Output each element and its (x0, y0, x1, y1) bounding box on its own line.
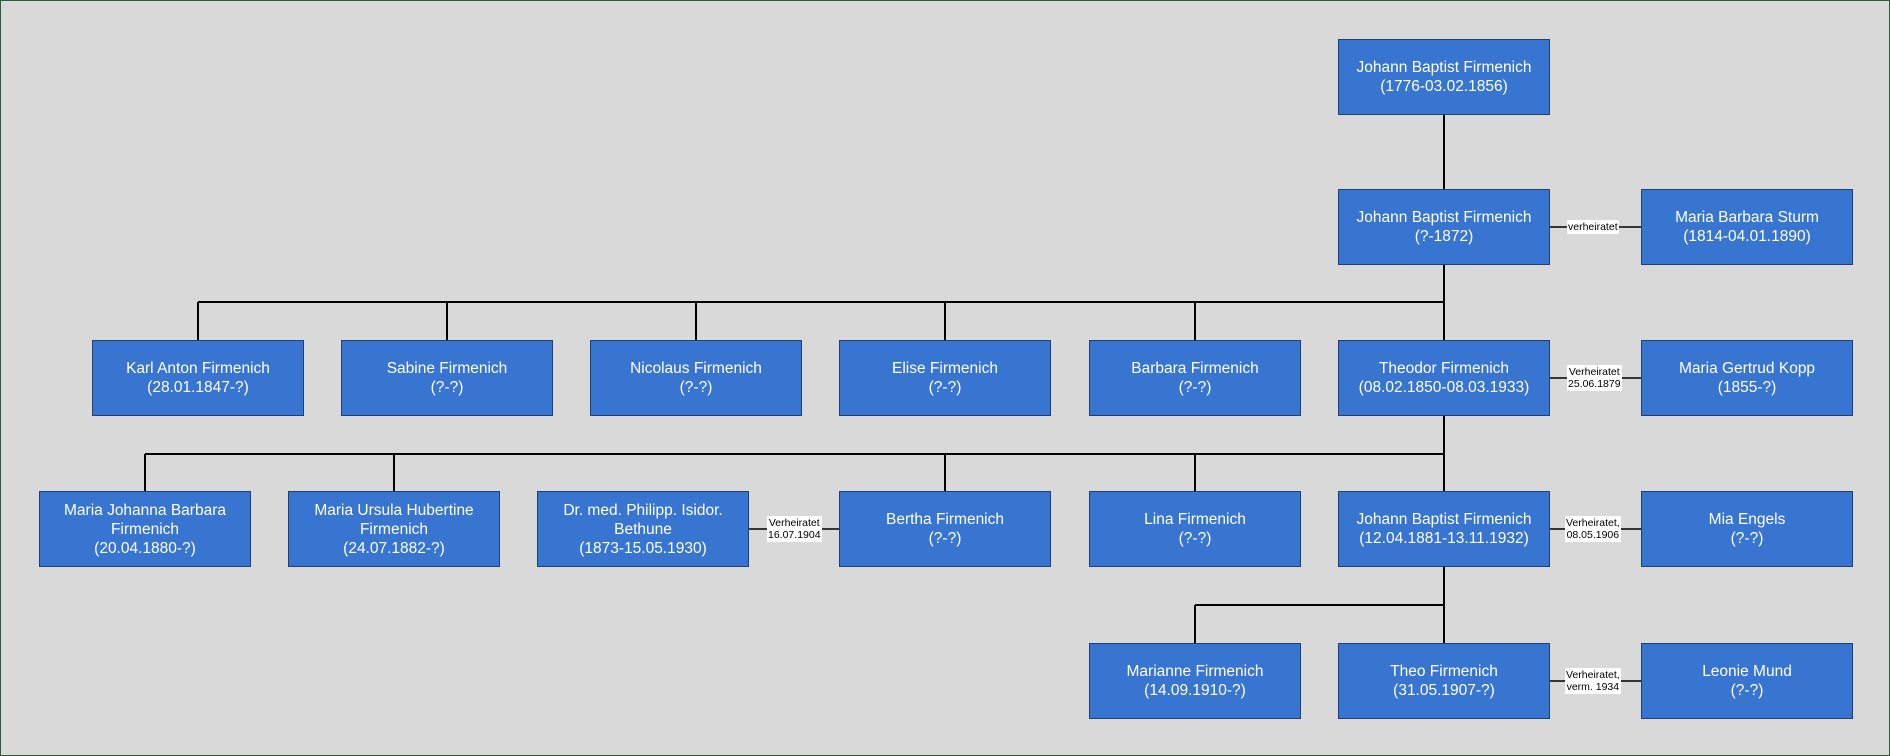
person-johann-baptist-firmenich-1872[interactable]: Johann Baptist Firmenich (?-1872) (1338, 189, 1550, 265)
marriage-label: verheiratet (1567, 220, 1619, 234)
person-dates: (08.02.1850-08.03.1933) (1358, 379, 1530, 396)
person-name: Marianne Firmenich (1126, 663, 1264, 680)
person-dates: (12.04.1881-13.11.1932) (1359, 530, 1529, 547)
person-theo-firmenich[interactable]: Theo Firmenich (31.05.1907-?) (1338, 643, 1550, 719)
person-name: Dr. med. Philipp. Isidor. (563, 501, 723, 519)
person-name-cont: Firmenich (359, 520, 429, 538)
person-name: Lina Firmenich (1144, 511, 1246, 528)
person-dates: (1776-03.02.1856) (1380, 78, 1508, 95)
person-maria-ursula-hubertine-firmenich[interactable]: Maria Ursula Hubertine Firmenich (24.07.… (288, 491, 500, 567)
person-karl-anton-firmenich[interactable]: Karl Anton Firmenich (28.01.1847-?) (92, 340, 304, 416)
person-johann-baptist-firmenich-1776[interactable]: Johann Baptist Firmenich (1776-03.02.185… (1338, 39, 1550, 115)
person-marianne-firmenich[interactable]: Marianne Firmenich (14.09.1910-?) (1089, 643, 1301, 719)
person-bertha-firmenich[interactable]: Bertha Firmenich (?-?) (839, 491, 1051, 567)
person-dates: (?-?) (1178, 379, 1212, 396)
person-name: Mia Engels (1708, 511, 1786, 528)
person-dates: (14.09.1910-?) (1144, 682, 1246, 699)
person-sabine-firmenich[interactable]: Sabine Firmenich (?-?) (341, 340, 553, 416)
person-name: Johann Baptist Firmenich (1356, 59, 1532, 76)
person-mia-engels[interactable]: Mia Engels (?-?) (1641, 491, 1853, 567)
person-leonie-mund[interactable]: Leonie Mund (?-?) (1641, 643, 1853, 719)
person-dates: (31.05.1907-?) (1393, 682, 1495, 699)
person-dates: (?-?) (1730, 530, 1764, 547)
marriage-label: Verheiratet, verm. 1934 (1565, 668, 1621, 694)
person-dates: (20.04.1880-?) (94, 539, 196, 557)
person-name: Maria Ursula Hubertine (314, 501, 474, 519)
person-name-cont: Bethune (614, 520, 672, 538)
person-dates: (?-?) (679, 379, 713, 396)
person-name: Maria Barbara Sturm (1675, 209, 1819, 226)
person-dates: (24.07.1882-?) (343, 539, 445, 557)
person-maria-johanna-barbara-firmenich[interactable]: Maria Johanna Barbara Firmenich (20.04.1… (39, 491, 251, 567)
person-name: Johann Baptist Firmenich (1356, 209, 1532, 226)
person-dates: (1873-15.05.1930) (579, 539, 707, 557)
person-name: Theodor Firmenich (1378, 360, 1510, 377)
person-dates: (1855-?) (1717, 379, 1777, 396)
person-dates: (?-?) (928, 530, 962, 547)
person-name-cont: Firmenich (110, 520, 180, 538)
person-dates: (?-1872) (1414, 228, 1474, 245)
person-name: Barbara Firmenich (1131, 360, 1259, 377)
person-maria-barbara-sturm[interactable]: Maria Barbara Sturm (1814-04.01.1890) (1641, 189, 1853, 265)
person-elise-firmenich[interactable]: Elise Firmenich (?-?) (839, 340, 1051, 416)
person-name: Theo Firmenich (1390, 663, 1498, 680)
person-name: Maria Gertrud Kopp (1678, 360, 1816, 377)
person-lina-firmenich[interactable]: Lina Firmenich (?-?) (1089, 491, 1301, 567)
person-barbara-firmenich[interactable]: Barbara Firmenich (?-?) (1089, 340, 1301, 416)
person-name: Nicolaus Firmenich (630, 360, 762, 377)
person-name: Johann Baptist Firmenich (1356, 511, 1532, 528)
person-name: Elise Firmenich (892, 360, 998, 377)
person-dates: (1814-04.01.1890) (1683, 228, 1811, 245)
person-philipp-bethune[interactable]: Dr. med. Philipp. Isidor. Bethune (1873-… (537, 491, 749, 567)
person-johann-baptist-firmenich-1881[interactable]: Johann Baptist Firmenich (12.04.1881-13.… (1338, 491, 1550, 567)
person-name: Karl Anton Firmenich (126, 360, 270, 377)
person-dates: (?-?) (1730, 682, 1764, 699)
person-dates: (?-?) (430, 379, 464, 396)
person-dates: (28.01.1847-?) (147, 379, 249, 396)
person-name: Maria Johanna Barbara (64, 501, 226, 519)
marriage-label: Verheiratet 16.07.1904 (767, 516, 822, 542)
marriage-label: Verheiratet, 08.05.1906 (1565, 516, 1621, 542)
marriage-label: Verheiratet 25.06.1879 (1567, 365, 1622, 391)
person-name: Leonie Mund (1702, 663, 1792, 680)
person-maria-gertrud-kopp[interactable]: Maria Gertrud Kopp (1855-?) (1641, 340, 1853, 416)
person-nicolaus-firmenich[interactable]: Nicolaus Firmenich (?-?) (590, 340, 802, 416)
person-name: Sabine Firmenich (386, 360, 508, 377)
person-dates: (?-?) (928, 379, 962, 396)
person-name: Bertha Firmenich (885, 511, 1004, 528)
person-theodor-firmenich[interactable]: Theodor Firmenich (08.02.1850-08.03.1933… (1338, 340, 1550, 416)
person-dates: (?-?) (1178, 530, 1212, 547)
